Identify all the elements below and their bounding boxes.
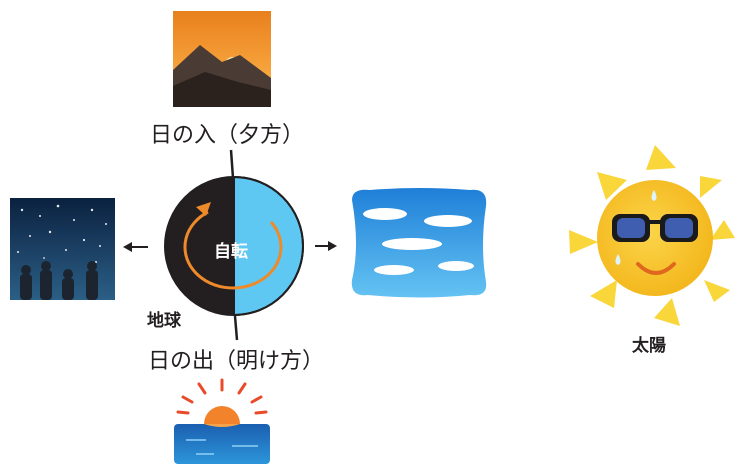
sunrise-label: 日の出（明け方） — [148, 349, 325, 374]
rotation-label: 自転 — [214, 242, 248, 262]
axis-top — [229, 149, 235, 179]
day-sky-clouds-icon — [351, 188, 487, 298]
earth-label: 地球 — [147, 311, 181, 331]
sunset-mountain-icon — [173, 11, 271, 107]
arrow-left-icon — [123, 242, 148, 252]
arrow-right-icon — [315, 241, 337, 251]
rotation-arrow-icon — [183, 202, 283, 290]
earth-globe — [164, 175, 304, 317]
sunrise-sea-icon — [174, 378, 270, 464]
axis-bottom — [233, 315, 239, 341]
sun-with-sunglasses-icon — [569, 145, 735, 326]
starry-night-icon — [10, 198, 115, 300]
sunset-label: 日の入（夕方） — [150, 123, 305, 148]
sun-label: 太陽 — [632, 336, 666, 356]
